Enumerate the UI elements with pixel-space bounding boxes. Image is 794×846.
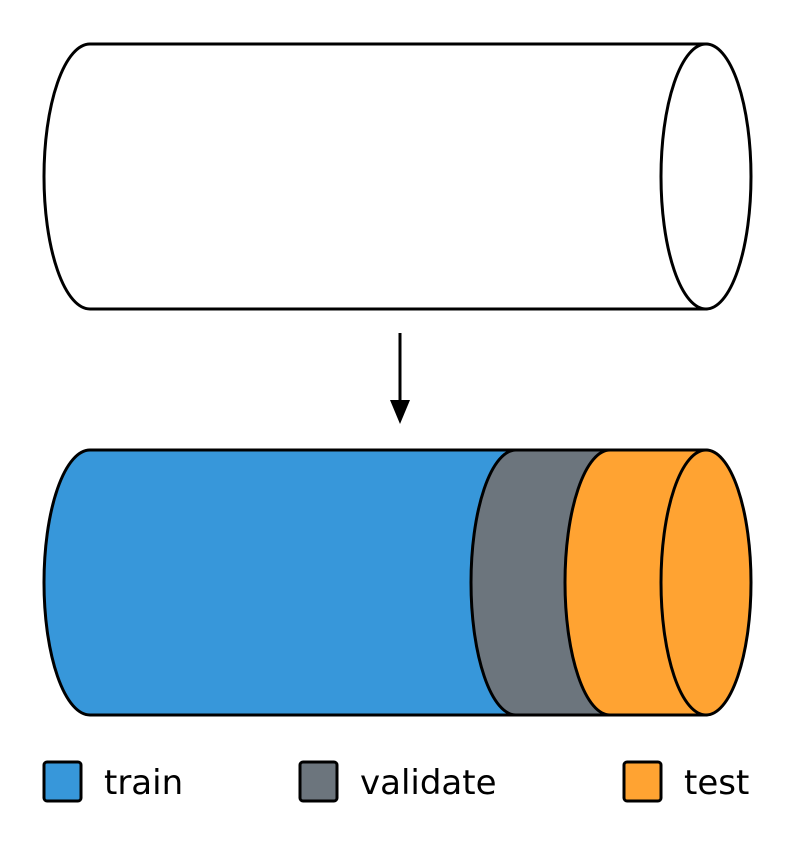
split-dataset-end-cap [659, 448, 753, 717]
train-segment [42, 448, 518, 717]
legend-swatch-test [622, 760, 663, 803]
legend-label-test: test [684, 763, 749, 803]
split-dataset-cylinder [42, 448, 753, 717]
arrow-down-icon [390, 333, 410, 424]
legend-item-test: test [622, 760, 749, 803]
full-dataset-end-cap [659, 42, 753, 311]
full-dataset-body [42, 42, 708, 311]
legend-label-validate: validate [360, 763, 497, 803]
legend-swatch-validate [298, 760, 339, 803]
legend: train validate test [42, 760, 749, 803]
legend-label-train: train [104, 763, 183, 803]
legend-swatch-train [42, 760, 83, 803]
legend-item-validate: validate [298, 760, 497, 803]
legend-item-train: train [42, 760, 183, 803]
full-dataset-cylinder [42, 42, 753, 311]
